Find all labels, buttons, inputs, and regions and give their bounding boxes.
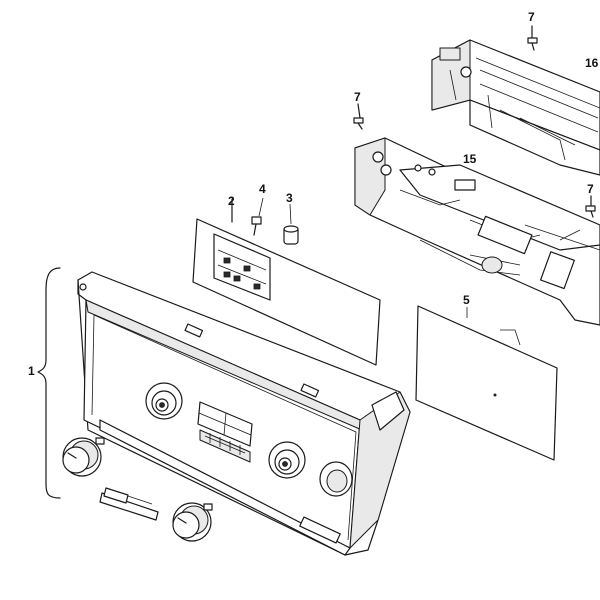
callout-4: 4 [259, 182, 266, 196]
callout-3: 3 [286, 191, 293, 205]
callout-7-right: 7 [587, 182, 594, 196]
callout-7-middle: 7 [354, 90, 361, 104]
part-3-spacer [283, 203, 299, 245]
display-window [197, 401, 253, 463]
knob-bezel-left [145, 382, 183, 420]
slide-switch [99, 487, 159, 521]
callout-15: 15 [463, 152, 477, 166]
callout-16: 16 [585, 56, 599, 70]
screw-7-right [585, 195, 596, 218]
part-5-panel-sheet [415, 305, 558, 461]
screw-7-middle [353, 103, 364, 130]
part-4-screw [251, 197, 264, 236]
round-opening [319, 461, 353, 497]
knob-bezel-right [268, 441, 306, 479]
knob-left [62, 437, 105, 477]
part-1-bracket [37, 267, 61, 499]
callout-5: 5 [463, 293, 470, 307]
screw-7-top [527, 25, 538, 51]
part-16-upper-housing [431, 39, 600, 176]
callout-1: 1 [28, 364, 35, 378]
part-2-board [192, 198, 381, 366]
part-1-control-panel [77, 271, 411, 556]
callout-2: 2 [228, 194, 235, 208]
knob-right [172, 502, 213, 542]
callout-7-top: 7 [528, 10, 535, 24]
part-15-rear-frame [354, 137, 600, 326]
